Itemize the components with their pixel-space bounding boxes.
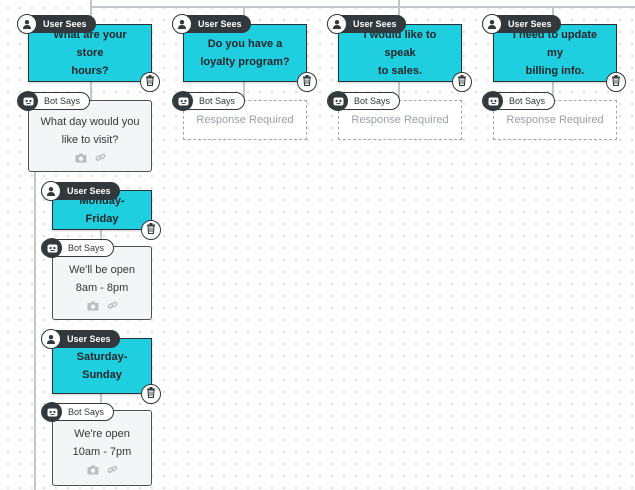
user-icon (327, 14, 347, 34)
connector-sub1-mid (100, 230, 102, 246)
bot-icon (42, 402, 62, 422)
question-text: billing info. (525, 65, 585, 77)
bot-text: 10am - 7pm (72, 446, 132, 458)
delete-button[interactable] (452, 72, 472, 92)
tag-label: User Sees (67, 186, 111, 196)
user-icon (172, 14, 192, 34)
bot-text: We're open (74, 428, 130, 440)
user-icon (482, 14, 502, 34)
trash-icon (302, 73, 312, 91)
connector-col1-stub (90, 0, 92, 24)
tag-label: Bot Says (199, 96, 236, 106)
tag-label: Bot Says (68, 407, 105, 417)
user-question-card[interactable]: Do you have a loyalty program? (183, 24, 307, 82)
delete-button[interactable] (140, 72, 160, 92)
tag-label: User Sees (508, 19, 552, 29)
tag-label: User Sees (198, 19, 242, 29)
user-sees-tag: User Sees (41, 329, 120, 349)
question-text: Saturday- (76, 351, 128, 363)
trash-icon (457, 73, 467, 91)
user-sees-tag: User Sees (172, 14, 251, 34)
user-sees-tag: User Sees (327, 14, 406, 34)
trash-icon (146, 385, 156, 403)
placeholder-text: Response Required (196, 114, 294, 126)
trash-icon (146, 221, 156, 239)
connector-sub2-mid (100, 394, 102, 410)
bot-text: 8am - 8pm (75, 282, 129, 294)
tag-label: Bot Says (509, 96, 546, 106)
user-icon (41, 329, 61, 349)
top-connector-line (90, 6, 635, 8)
question-text: Sunday (82, 369, 122, 381)
question-text: hours? (71, 65, 109, 77)
bot-says-tag: Bot Says (172, 91, 246, 111)
trash-icon (611, 73, 621, 91)
connector-col4-mid (552, 82, 554, 100)
tree-vertical-line (34, 100, 36, 490)
bot-response-card[interactable]: We'll be open 8am - 8pm (52, 246, 152, 320)
placeholder-text: Response Required (351, 114, 449, 126)
bot-icon (483, 91, 503, 111)
question-text: to sales. (377, 65, 423, 77)
bot-text: We'll be open (68, 264, 136, 276)
connector-col3-stub (398, 0, 400, 24)
bot-response-card[interactable]: We're open 10am - 7pm (52, 410, 152, 486)
user-sees-tag: User Sees (41, 181, 120, 201)
camera-icon[interactable] (75, 151, 87, 169)
bot-icon (173, 91, 193, 111)
bot-text: What day would you (40, 116, 140, 128)
tag-label: User Sees (67, 334, 111, 344)
trash-icon (145, 73, 155, 91)
bot-icon (328, 91, 348, 111)
connector-col2-mid (243, 82, 245, 100)
connector-col1-mid (90, 82, 92, 100)
link-icon[interactable] (95, 151, 106, 169)
tag-label: User Sees (353, 19, 397, 29)
user-sees-tag: User Sees (17, 14, 96, 34)
tag-label: User Sees (43, 19, 87, 29)
bot-response-card[interactable]: What day would you like to visit? (28, 100, 152, 172)
bot-says-tag: Bot Says (41, 238, 115, 258)
camera-icon[interactable] (87, 463, 99, 481)
tag-label: Bot Says (44, 96, 81, 106)
bot-icon (42, 238, 62, 258)
link-icon[interactable] (107, 463, 118, 481)
tag-label: Bot Says (354, 96, 391, 106)
user-icon (17, 14, 37, 34)
link-icon[interactable] (107, 299, 118, 317)
bot-says-tag: Bot Says (17, 91, 91, 111)
bot-icon (18, 91, 38, 111)
delete-button[interactable] (606, 72, 626, 92)
bot-says-tag: Bot Says (41, 402, 115, 422)
placeholder-text: Response Required (506, 114, 604, 126)
delete-button[interactable] (141, 384, 161, 404)
tag-label: Bot Says (68, 243, 105, 253)
camera-icon[interactable] (87, 299, 99, 317)
bot-says-tag: Bot Says (482, 91, 556, 111)
question-text: loyalty program? (200, 56, 290, 68)
connector-col3-mid (398, 82, 400, 100)
bot-text: like to visit? (61, 134, 119, 146)
user-icon (41, 181, 61, 201)
delete-button[interactable] (141, 220, 161, 240)
delete-button[interactable] (297, 72, 317, 92)
question-text: Do you have a (207, 38, 283, 50)
bot-says-tag: Bot Says (327, 91, 401, 111)
user-sees-tag: User Sees (482, 14, 561, 34)
